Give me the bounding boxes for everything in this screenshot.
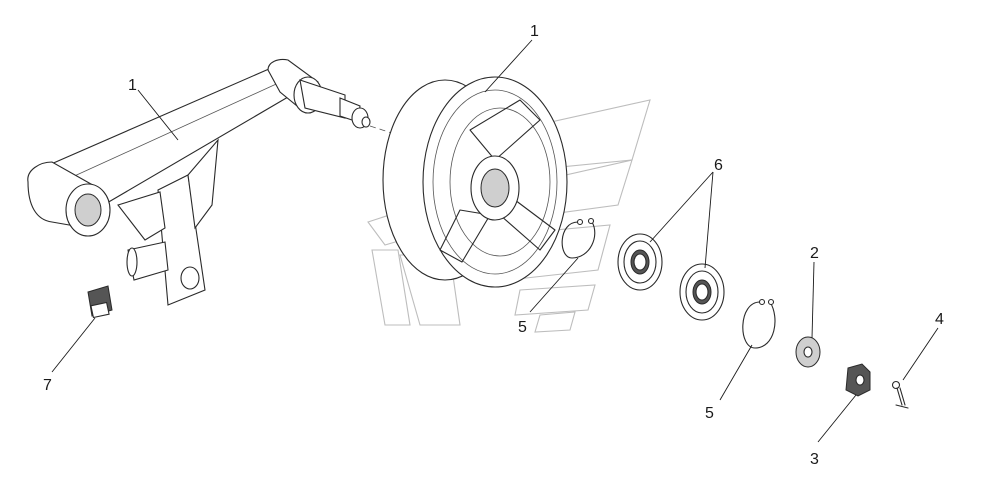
callout-circlip-left: 5 <box>518 319 527 336</box>
callout-washer: 2 <box>810 245 819 262</box>
bearing-2 <box>679 263 725 321</box>
cotter-pin <box>891 380 909 409</box>
swing-arm <box>27 58 371 306</box>
pulley-wheel <box>382 76 568 288</box>
leader-lines <box>51 39 939 443</box>
callout-nut: 3 <box>810 451 819 468</box>
grease-fitting <box>87 285 113 319</box>
callout-grease-fitting: 7 <box>43 377 52 394</box>
callout-cotter-pin: 4 <box>935 311 944 328</box>
washer <box>795 336 821 368</box>
callout-circlip-right: 5 <box>705 405 714 422</box>
circlip-right <box>742 298 776 349</box>
callout-arm: 1 <box>128 77 137 94</box>
circlip-left <box>561 217 596 259</box>
callout-bearings: 6 <box>714 157 723 174</box>
callout-pulley: 1 <box>530 23 539 40</box>
castle-nut <box>845 363 871 397</box>
bearing-1 <box>617 233 663 291</box>
